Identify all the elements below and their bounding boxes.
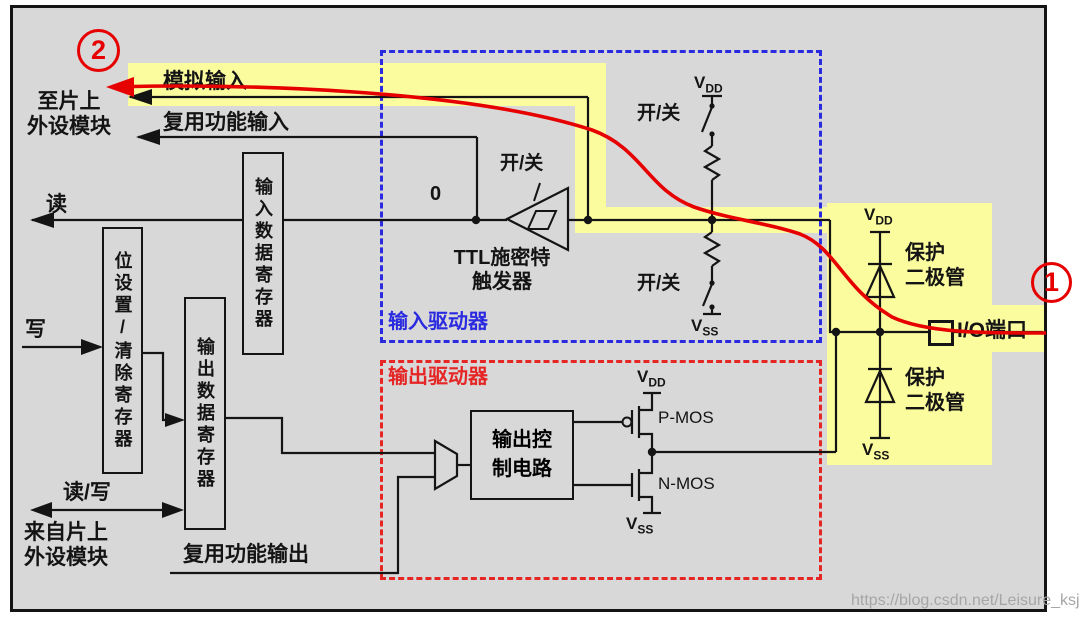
badge-two-number: 2 <box>90 35 107 65</box>
read-label: 读 <box>46 193 67 216</box>
badge-one-number: 1 <box>1043 267 1060 297</box>
alt-func-input-label: 复用功能输入 <box>163 111 289 134</box>
watermark-url: https://blog.csdn.net/Leisure_ksj <box>851 592 1080 609</box>
pulldown-vss-label: VSS <box>691 316 719 339</box>
bit-zero-label: 0 <box>430 183 442 205</box>
bit-set-clear-register-box: 位设置/清除寄存器 <box>102 227 143 474</box>
pullup-switch-label: 开/关 <box>637 103 681 124</box>
input-data-register-label: 输入数据寄存器 <box>253 176 273 331</box>
to-onchip-peripheral-label: 至片上 外设模块 <box>27 90 111 138</box>
schmitt-trigger-label: TTL施密特 触发器 <box>453 247 551 293</box>
input-driver-region <box>380 50 822 343</box>
protection-diode-top-label: 保护 二极管 <box>905 242 965 289</box>
schmitt-switch-label: 开/关 <box>500 153 544 174</box>
nmos-vss-label: VSS <box>626 514 654 537</box>
output-driver-region-label: 输出驱动器 <box>388 366 488 388</box>
output-control-circuit-label: 输出控 制电路 <box>492 429 552 480</box>
output-data-register-label: 输出数据寄存器 <box>195 336 215 491</box>
bit-set-clear-register-label: 位设置/清除寄存器 <box>112 250 133 451</box>
diode-vss-label: VSS <box>862 440 890 463</box>
input-data-register-box: 输入数据寄存器 <box>242 152 284 355</box>
diode-vdd-label: VDD <box>864 205 893 228</box>
pullup-vdd-label: VDD <box>694 73 723 96</box>
io-pad-label: I/O端口 <box>957 319 1028 342</box>
output-driver-region <box>380 360 822 580</box>
nmos-label: N-MOS <box>658 474 715 493</box>
pmos-vdd-label: VDD <box>637 367 666 390</box>
write-label: 写 <box>25 318 46 341</box>
read-write-label: 读/写 <box>63 481 111 504</box>
badge-two: 2 <box>77 29 120 72</box>
alt-func-output-label: 复用功能输出 <box>183 543 309 566</box>
badge-one: 1 <box>1031 262 1072 303</box>
pulldown-switch-label: 开/关 <box>637 273 681 294</box>
pmos-label: P-MOS <box>658 408 714 427</box>
input-driver-region-label: 输入驱动器 <box>388 311 488 333</box>
io-pad-square <box>928 320 954 346</box>
analog-input-label: 模拟输入 <box>163 70 247 93</box>
from-onchip-peripheral-label: 来自片上 外设模块 <box>24 521 108 569</box>
protection-diode-bottom-label: 保护 二极管 <box>905 367 965 414</box>
output-data-register-box: 输出数据寄存器 <box>184 297 226 530</box>
output-control-circuit-box: 输出控 制电路 <box>470 410 574 500</box>
